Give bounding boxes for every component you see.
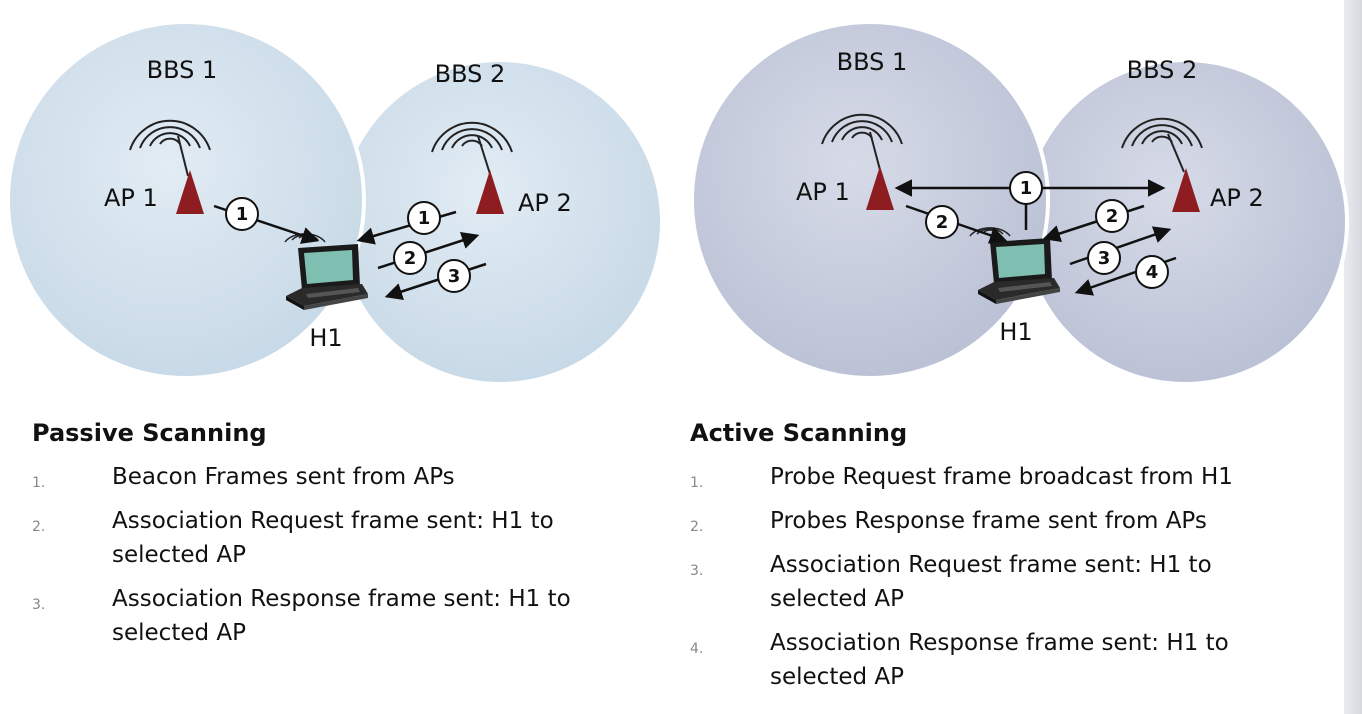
passive-diagram: BBS 1 BBS 2 AP 1 AP 2 H1 1 1 (6, 20, 664, 386)
bss1-label: BBS 1 (837, 48, 908, 76)
step-text: Association Request frame sent: H1 to se… (770, 552, 1212, 612)
svg-text:2: 2 (936, 212, 949, 233)
ap1-label: AP 1 (796, 178, 850, 206)
window-edge (1344, 0, 1362, 714)
svg-text:3: 3 (1098, 248, 1111, 269)
ap-antenna-icon (1172, 168, 1200, 212)
ap1-label: AP 1 (104, 184, 158, 212)
step-number: 2. (32, 519, 46, 535)
ap-antenna-icon (476, 170, 504, 214)
assoc-request-arrow (1069, 226, 1172, 266)
bss2-coverage-circle (1021, 58, 1349, 386)
step-number: 3. (690, 563, 704, 579)
bss1-label: BBS 1 (147, 56, 218, 84)
step-text: Probes Response frame sent from APs (770, 508, 1207, 534)
step-text: Association Response frame sent: H1 to s… (770, 630, 1229, 690)
list-item: 1. Beacon Frames sent from APs (32, 460, 632, 494)
step-number: 3. (32, 597, 46, 613)
active-steps-list: 1. Probe Request frame broadcast from H1… (690, 460, 1330, 694)
list-item: 2. Probes Response frame sent from APs (690, 504, 1330, 538)
list-item: 3. Association Response frame sent: H1 t… (32, 582, 632, 650)
svg-text:4: 4 (1146, 262, 1159, 283)
ap-antenna-icon (866, 166, 894, 210)
svg-text:1: 1 (1020, 178, 1033, 199)
bss2-label: BBS 2 (435, 60, 506, 88)
step-text: Association Response frame sent: H1 to s… (112, 586, 571, 646)
step-badge: 3 (437, 259, 471, 293)
passive-scanning-heading: Passive Scanning (32, 419, 267, 447)
list-item: 3. Association Request frame sent: H1 to… (690, 548, 1330, 616)
ap2-label: AP 2 (1210, 184, 1264, 212)
step-number: 4. (690, 641, 704, 657)
step-text: Beacon Frames sent from APs (112, 464, 455, 490)
svg-text:1: 1 (236, 204, 249, 225)
host-label: H1 (309, 324, 342, 352)
step-badge: 2 (393, 241, 427, 275)
active-scanning-heading: Active Scanning (690, 419, 908, 447)
step-badge: 2 (925, 205, 959, 239)
ap-antenna-icon (176, 170, 204, 214)
step-text: Association Request frame sent: H1 to se… (112, 508, 554, 568)
svg-text:2: 2 (1106, 206, 1119, 227)
step-text: Probe Request frame broadcast from H1 (770, 464, 1233, 490)
scanning-diagrams: BBS 1 BBS 2 AP 1 AP 2 H1 1 1 (6, 20, 1349, 386)
step-badge: 4 (1135, 255, 1169, 289)
list-item: 2. Association Request frame sent: H1 to… (32, 504, 632, 572)
step-badge: 1 (1009, 171, 1043, 205)
host-label: H1 (999, 318, 1032, 346)
svg-text:2: 2 (404, 248, 417, 269)
bss2-label: BBS 2 (1127, 56, 1198, 84)
passive-steps-list: 1. Beacon Frames sent from APs 2. Associ… (32, 460, 632, 650)
list-item: 4. Association Response frame sent: H1 t… (690, 626, 1330, 694)
step-badge: 1 (407, 201, 441, 235)
svg-text:1: 1 (418, 208, 431, 229)
active-scanning-section: Active Scanning 1. Probe Request frame b… (690, 418, 1330, 694)
passive-scanning-section: Passive Scanning 1. Beacon Frames sent f… (32, 418, 632, 650)
step-number: 2. (690, 519, 704, 535)
svg-text:3: 3 (448, 266, 461, 287)
assoc-response-arrow (384, 262, 487, 300)
ap2-label: AP 2 (518, 189, 572, 217)
active-diagram: BBS 1 BBS 2 AP 1 AP 2 H1 1 2 (690, 20, 1349, 386)
step-number: 1. (690, 475, 704, 491)
step-badge: 2 (1095, 199, 1129, 233)
step-number: 1. (32, 475, 46, 491)
step-badge: 1 (225, 197, 259, 231)
step-badge: 3 (1087, 241, 1121, 275)
list-item: 1. Probe Request frame broadcast from H1 (690, 460, 1330, 494)
bss2-coverage-circle (336, 58, 664, 386)
